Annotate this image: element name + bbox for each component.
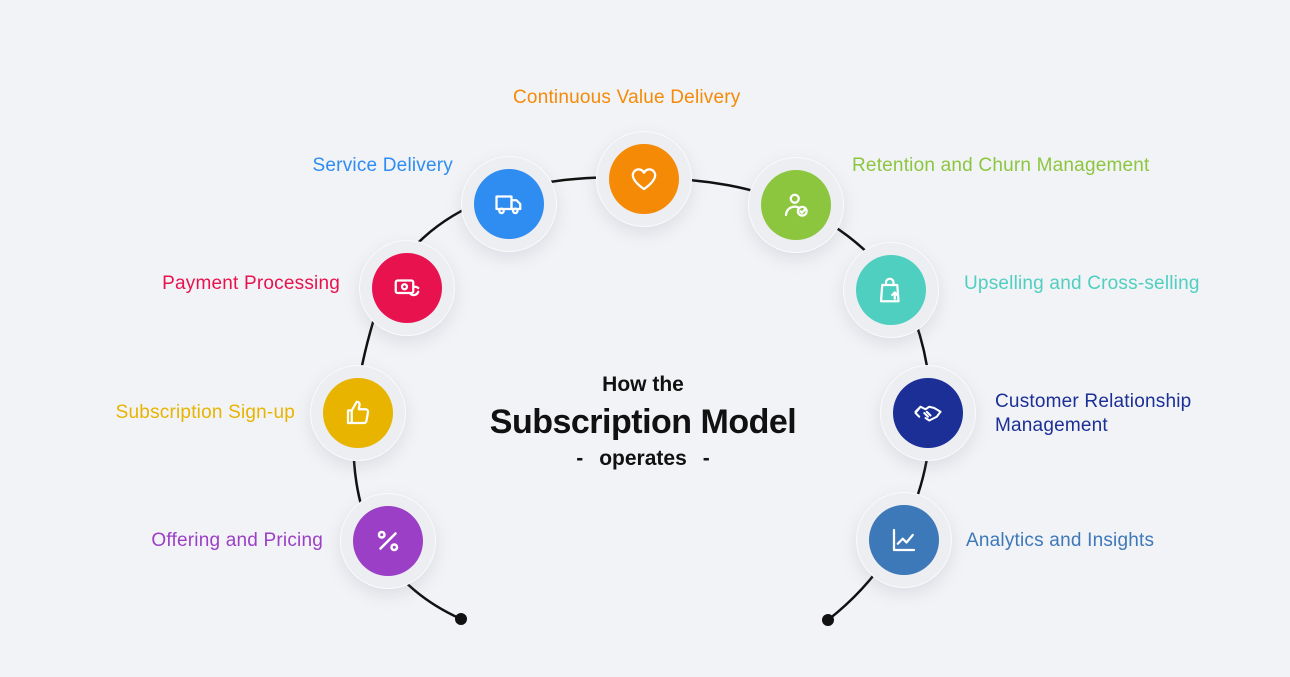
center-title: How the Subscription Model - operates - xyxy=(489,370,797,474)
node-upselling-and-cross-selling xyxy=(843,242,939,338)
handshake-icon xyxy=(893,378,963,448)
node-retention-and-churn xyxy=(748,157,844,253)
node-payment-processing xyxy=(359,240,455,336)
user-check-icon xyxy=(761,170,831,240)
label-offering-and-pricing: Offering and Pricing xyxy=(151,530,323,551)
title-bottom-row: - operates - xyxy=(490,444,796,474)
node-subscription-sign-up xyxy=(310,365,406,461)
thumbs-up-icon xyxy=(323,378,393,448)
label-upselling-and-cross-selling: Upselling and Cross-selling xyxy=(964,273,1200,294)
dash-left: - xyxy=(576,447,584,470)
node-continuous-value-delivery xyxy=(596,131,692,227)
title-bottom: operates xyxy=(599,447,687,470)
label-retention-and-churn: Retention and Churn Management xyxy=(852,155,1150,176)
arc-end-dot-left xyxy=(455,613,467,625)
label-analytics-and-insights: Analytics and Insights xyxy=(966,530,1155,551)
node-analytics-and-insights xyxy=(856,492,952,588)
node-service-delivery xyxy=(461,156,557,252)
payment-refresh-icon xyxy=(372,253,442,323)
shopping-bag-up-icon xyxy=(856,255,926,325)
label-subscription-sign-up: Subscription Sign-up xyxy=(115,402,295,423)
label-payment-processing: Payment Processing xyxy=(162,273,340,294)
title-main: Subscription Model xyxy=(489,403,797,441)
analytics-chart-icon xyxy=(869,505,939,575)
truck-icon xyxy=(474,169,544,239)
label-continuous-value-delivery: Continuous Value Delivery xyxy=(513,87,741,108)
percent-icon xyxy=(353,506,423,576)
title-top: How the xyxy=(602,373,684,396)
node-offering-and-pricing xyxy=(340,493,436,589)
heart-icon xyxy=(609,144,679,214)
arc-end-dot-right xyxy=(822,614,834,626)
label-customer-relationship-management: Customer Relationship Management xyxy=(995,391,1192,436)
dash-right: - xyxy=(702,447,710,470)
label-service-delivery: Service Delivery xyxy=(312,155,453,176)
node-customer-relationship-management xyxy=(880,365,976,461)
